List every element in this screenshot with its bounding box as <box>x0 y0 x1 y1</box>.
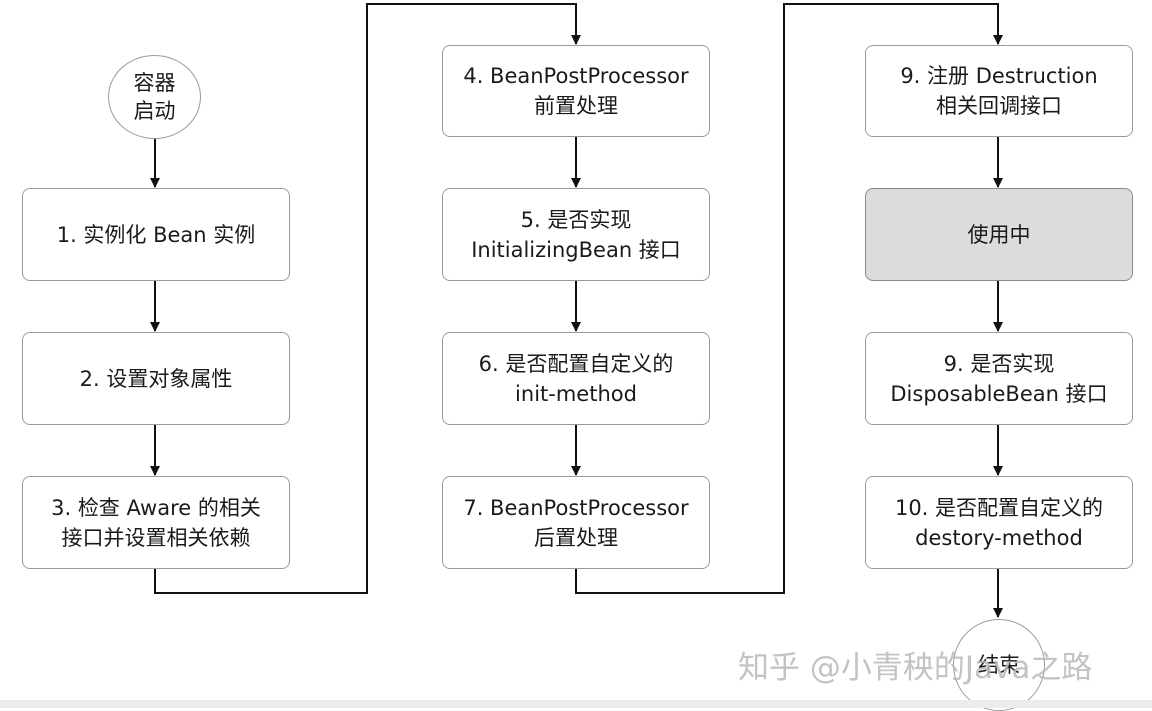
connector-step3-to-step4 <box>154 3 581 594</box>
step-7-postprocessor-after: 7. BeanPostProcessor 后置处理 <box>442 476 710 569</box>
step-2-label: 2. 设置对象属性 <box>79 366 233 391</box>
step-6-label-line1: 6. 是否配置自定义的 <box>478 351 674 376</box>
step-4-label-line1: 4. BeanPostProcessor <box>463 64 689 88</box>
in-use-state: 使用中 <box>865 188 1133 281</box>
step-6-label-line2: init-method <box>515 381 637 406</box>
step-6-init-method: 6. 是否配置自定义的 init-method <box>442 332 710 425</box>
step-1-label: 1. 实例化 Bean 实例 <box>56 222 256 247</box>
step-5-label-line2: InitializingBean 接口 <box>471 237 681 262</box>
in-use-label: 使用中 <box>967 222 1031 247</box>
start-node-line2: 启动 <box>133 99 176 123</box>
step-2-set-properties: 2. 设置对象属性 <box>22 332 290 425</box>
step-9-register-destruction: 9. 注册 Destruction 相关回调接口 <box>865 45 1133 137</box>
step-10-label-line1: 10. 是否配置自定义的 <box>894 495 1104 520</box>
step-10-label-line2: destory-method <box>915 525 1083 550</box>
step-3-label-line2: 接口并设置相关依赖 <box>61 525 251 550</box>
step-9-register-label-line1: 9. 注册 Destruction <box>900 64 1098 88</box>
step-7-label-line2: 后置处理 <box>534 525 618 550</box>
end-node-label: 结束 <box>978 653 1020 677</box>
step-10-destroy-method: 10. 是否配置自定义的 destory-method <box>865 476 1133 569</box>
step-5-label-line1: 5. 是否实现 <box>520 207 632 232</box>
end-node: 结束 <box>953 619 1045 711</box>
step-9-disposable-label-line2: DisposableBean 接口 <box>890 381 1108 406</box>
step-9-disposablebean: 9. 是否实现 DisposableBean 接口 <box>865 332 1133 425</box>
step-3-aware-interfaces: 3. 检查 Aware 的相关 接口并设置相关依赖 <box>22 476 290 569</box>
step-9-register-label-line2: 相关回调接口 <box>936 94 1062 118</box>
step-9-disposable-label-line1: 9. 是否实现 <box>943 351 1055 376</box>
bottom-strip <box>0 700 1152 708</box>
step-7-label-line1: 7. BeanPostProcessor <box>463 495 689 520</box>
step-4-label-line2: 前置处理 <box>534 94 618 118</box>
step-5-initializingbean: 5. 是否实现 InitializingBean 接口 <box>442 188 710 281</box>
step-4-postprocessor-before: 4. BeanPostProcessor 前置处理 <box>442 45 710 137</box>
watermark: 知乎 @小青秧的Java之路 <box>738 650 1093 686</box>
step-3-label-line1: 3. 检查 Aware 的相关 <box>51 495 261 520</box>
connector-step7-to-step9 <box>575 3 1003 594</box>
start-node-line1: 容器 <box>133 71 176 95</box>
start-node: 容器 启动 <box>108 55 201 139</box>
step-1-instantiate-bean: 1. 实例化 Bean 实例 <box>22 188 290 281</box>
